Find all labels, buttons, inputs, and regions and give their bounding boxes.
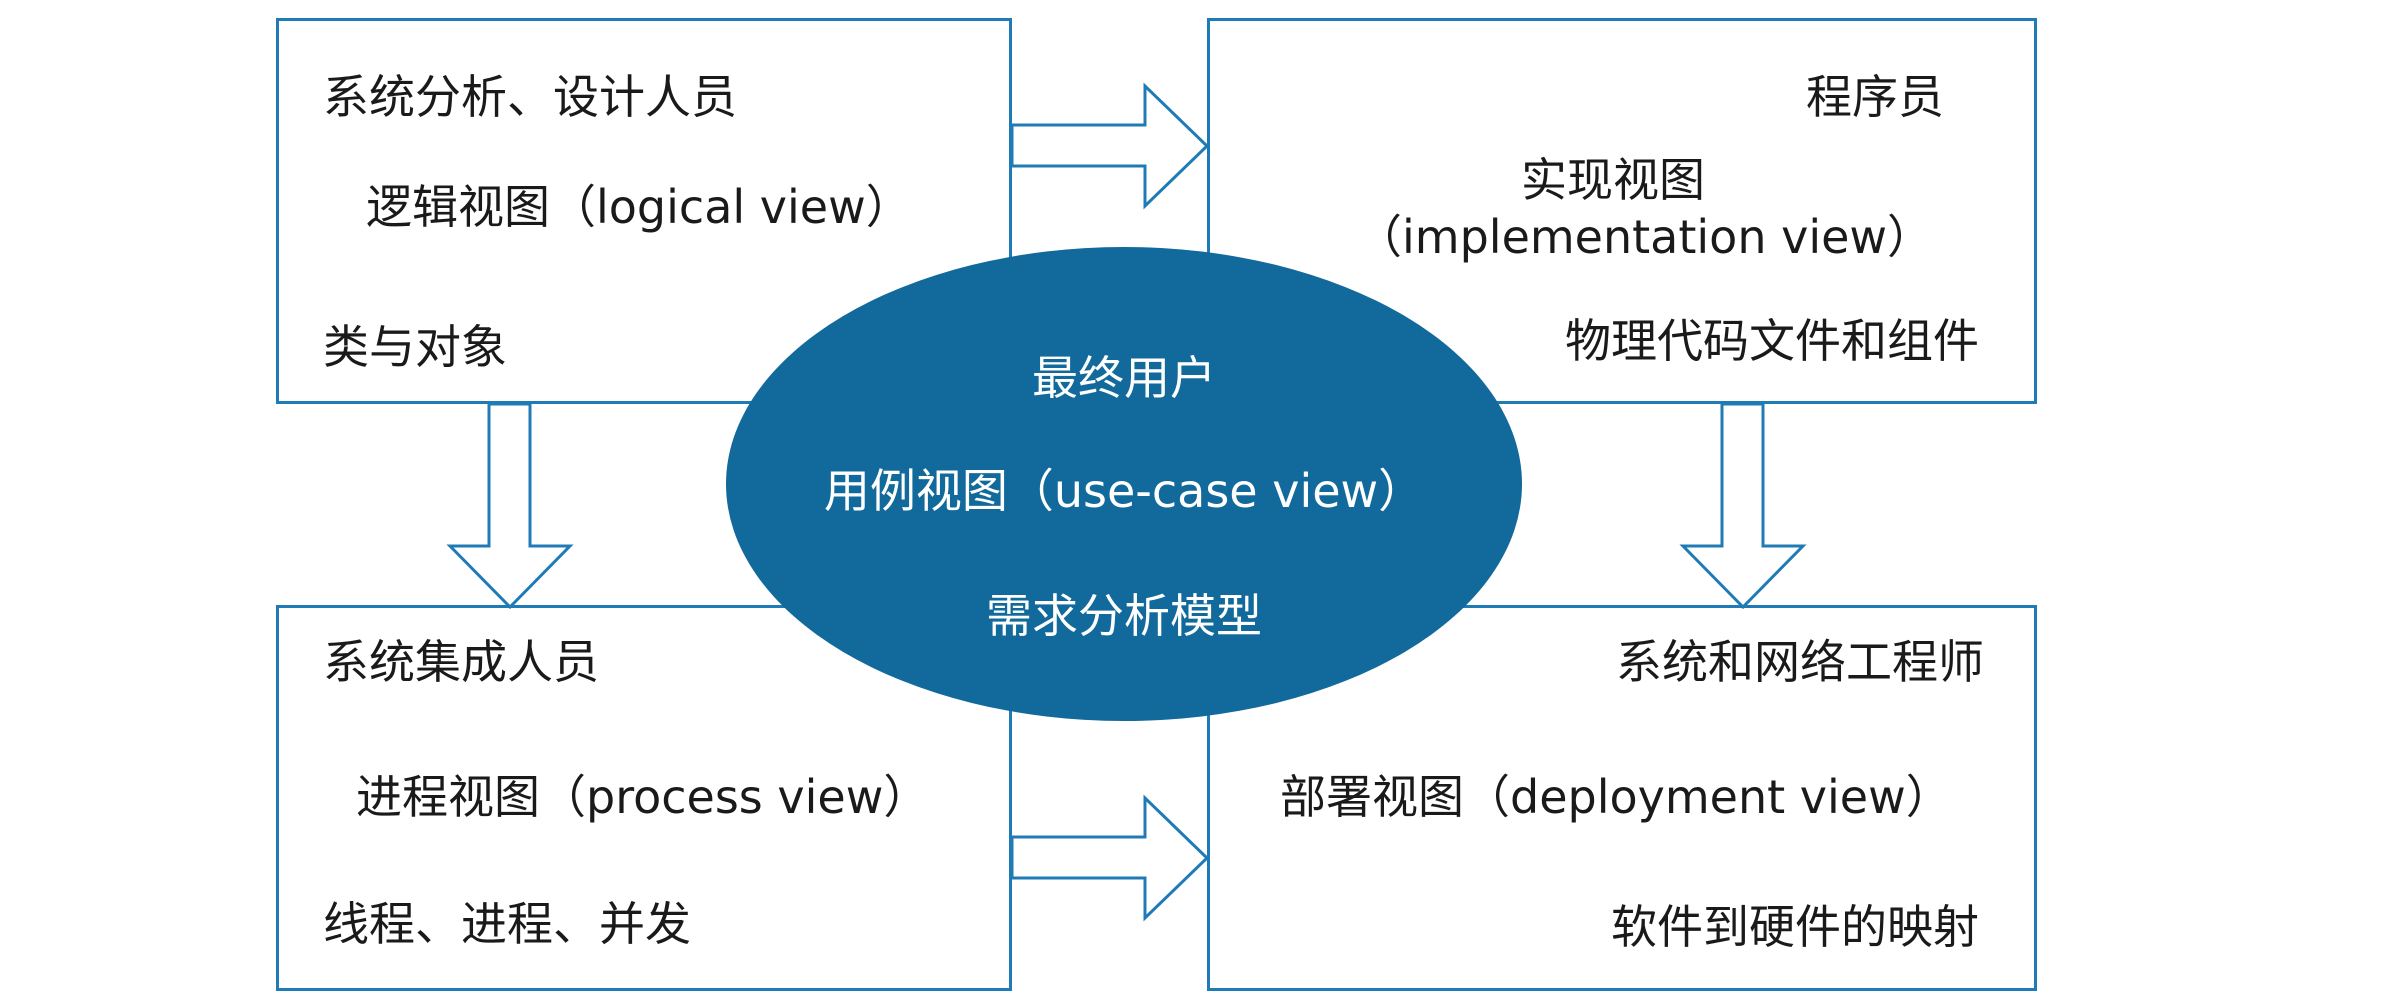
- process-view-label: 进程视图（process view）: [356, 770, 930, 824]
- process-content: 线程、进程、并发: [323, 897, 691, 951]
- deployment-view-label: 部署视图（deployment view）: [1280, 770, 1952, 824]
- implementation-role: 程序员: [1806, 70, 1944, 124]
- arrow-right-top: [1010, 82, 1210, 210]
- usecase-view-label: 用例视图（use-case view）: [823, 464, 1425, 518]
- arrow-right-bottom: [1010, 794, 1210, 922]
- logical-content: 类与对象: [323, 320, 507, 374]
- logical-role: 系统分析、设计人员: [323, 70, 737, 124]
- implementation-content: 物理代码文件和组件: [1565, 314, 1979, 368]
- logical-view-label: 逻辑视图（logical view）: [366, 180, 912, 234]
- deployment-content: 软件到硬件的映射: [1611, 900, 1979, 954]
- use-case-ellipse: [726, 247, 1522, 721]
- implementation-view-sublabel: （implementation view）: [1356, 210, 1934, 264]
- process-role: 系统集成人员: [323, 635, 599, 689]
- implementation-view-label: 实现视图: [1521, 153, 1705, 207]
- usecase-content: 需求分析模型: [986, 589, 1262, 643]
- arrow-down-left: [446, 402, 574, 610]
- deployment-role: 系统和网络工程师: [1616, 635, 1984, 689]
- usecase-role: 最终用户: [1032, 351, 1216, 405]
- arrow-down-right: [1679, 402, 1807, 610]
